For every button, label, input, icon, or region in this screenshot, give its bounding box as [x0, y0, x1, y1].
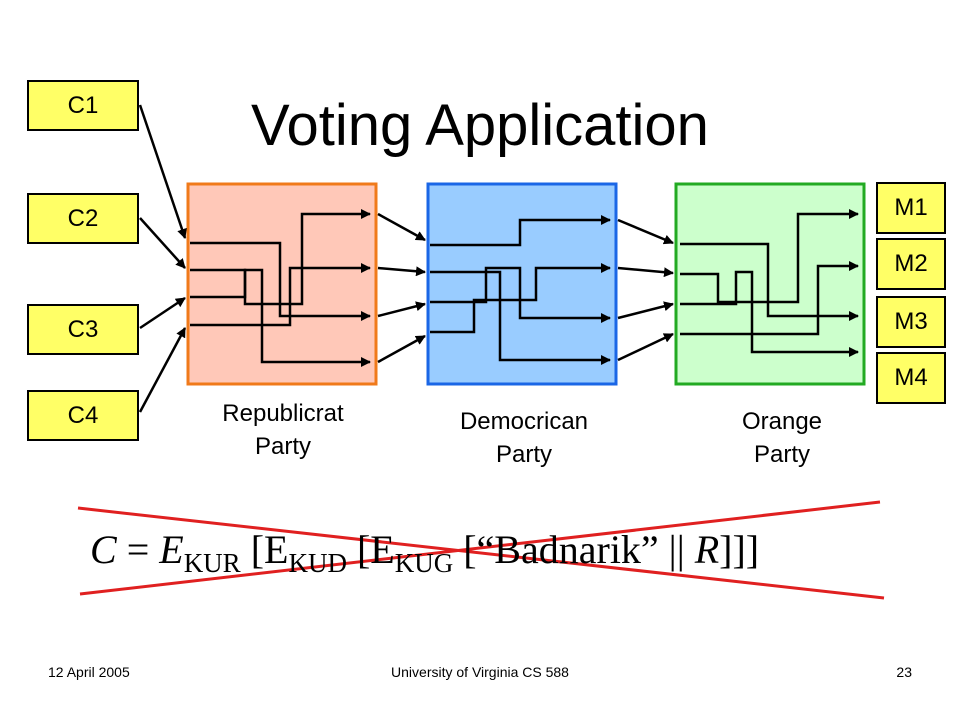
orange-label-line2: Party — [753, 441, 810, 468]
republicrat-label-line1: Republicrat — [222, 400, 344, 427]
hop-arrows-2 — [617, 218, 674, 362]
democrican-shuffle — [430, 215, 611, 365]
democrican-label-line2: Party — [495, 441, 552, 468]
output-box-m1: M1 — [876, 182, 946, 234]
orange-party-box — [674, 182, 866, 386]
formula-key-kud: KUD — [288, 548, 347, 578]
democrican-party-label: Democrican Party — [424, 405, 624, 471]
output-box-m2: M2 — [876, 238, 946, 290]
input-arrows — [138, 104, 187, 413]
orange-party-label: Orange Party — [682, 405, 882, 471]
orange-shuffle — [680, 209, 859, 357]
formula-r: R — [694, 527, 720, 572]
strike-line-1 — [77, 506, 885, 600]
footer-date: 12 April 2005 — [48, 664, 130, 680]
slide-title: Voting Application — [251, 93, 709, 158]
formula-tail-a: [“Badnarik” || — [453, 527, 695, 572]
formula-key-kug: KUG — [394, 548, 454, 578]
input-box-c2: C2 — [27, 193, 139, 244]
formula-lhs: C — [90, 527, 117, 572]
formula-eq: = — [116, 527, 160, 572]
democrican-label-line1: Democrican — [459, 408, 589, 435]
input-box-c1: C1 — [27, 80, 139, 131]
formula-tail-b: ]]] — [719, 527, 760, 572]
encryption-formula: C = EKUR [EKUD [EKUG [“Badnarik” || R]]] — [90, 526, 890, 579]
republicrat-label-line2: Party — [254, 433, 311, 460]
input-box-c3: C3 — [27, 304, 139, 355]
orange-label-line1: Orange — [741, 408, 823, 435]
democrican-party-box — [426, 182, 618, 386]
formula-e1: E — [159, 527, 184, 572]
strike-line-2 — [79, 500, 881, 596]
footer-page-number: 23 — [896, 664, 912, 680]
republicrat-party-label: Republicrat Party — [183, 397, 383, 463]
footer-course: University of Virginia CS 588 — [391, 664, 569, 680]
formula-key-kur: KUR — [183, 548, 241, 578]
hop-arrows-1 — [377, 212, 426, 364]
republicrat-party-box — [186, 182, 378, 386]
output-box-m4: M4 — [876, 352, 946, 404]
input-box-c4: C4 — [27, 390, 139, 441]
output-box-m3: M3 — [876, 296, 946, 348]
republicrat-shuffle — [190, 209, 371, 367]
formula-bracket-1: [E — [240, 527, 289, 572]
formula-bracket-2: [E — [346, 527, 395, 572]
